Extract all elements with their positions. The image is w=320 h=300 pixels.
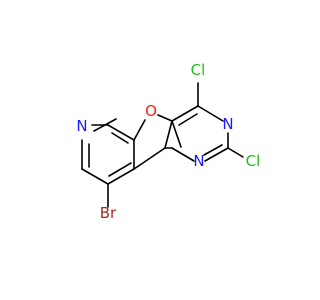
bond	[171, 120, 182, 148]
bond	[171, 147, 195, 162]
atom-label-n-pyridine: N	[76, 117, 87, 135]
bond	[203, 144, 223, 156]
bond	[171, 105, 199, 122]
bonds	[81, 82, 244, 208]
atom-label-cl-bottom: Cl	[246, 152, 261, 170]
atom-label-n-pyrimidine-right: N	[222, 115, 233, 133]
atom-labels: N O Cl N N Cl Br	[76, 61, 260, 222]
bond	[157, 114, 173, 122]
bond	[204, 147, 229, 162]
bond	[133, 147, 166, 170]
atom-label-cl-top: Cl	[191, 61, 206, 79]
molecule-structure: N O Cl N N Cl Br	[76, 61, 260, 222]
atom-label-n-pyrimidine-bottom: N	[193, 152, 204, 170]
bond	[197, 105, 224, 122]
bond	[108, 162, 132, 177]
bond	[227, 147, 244, 158]
atom-label-o-furan: O	[145, 102, 157, 120]
bond	[164, 120, 173, 149]
atom-label-br: Br	[100, 204, 117, 222]
bond	[178, 113, 198, 126]
bond	[81, 168, 109, 185]
bond	[107, 168, 135, 185]
bond	[111, 132, 129, 144]
bond	[107, 124, 135, 141]
bond	[133, 119, 146, 141]
